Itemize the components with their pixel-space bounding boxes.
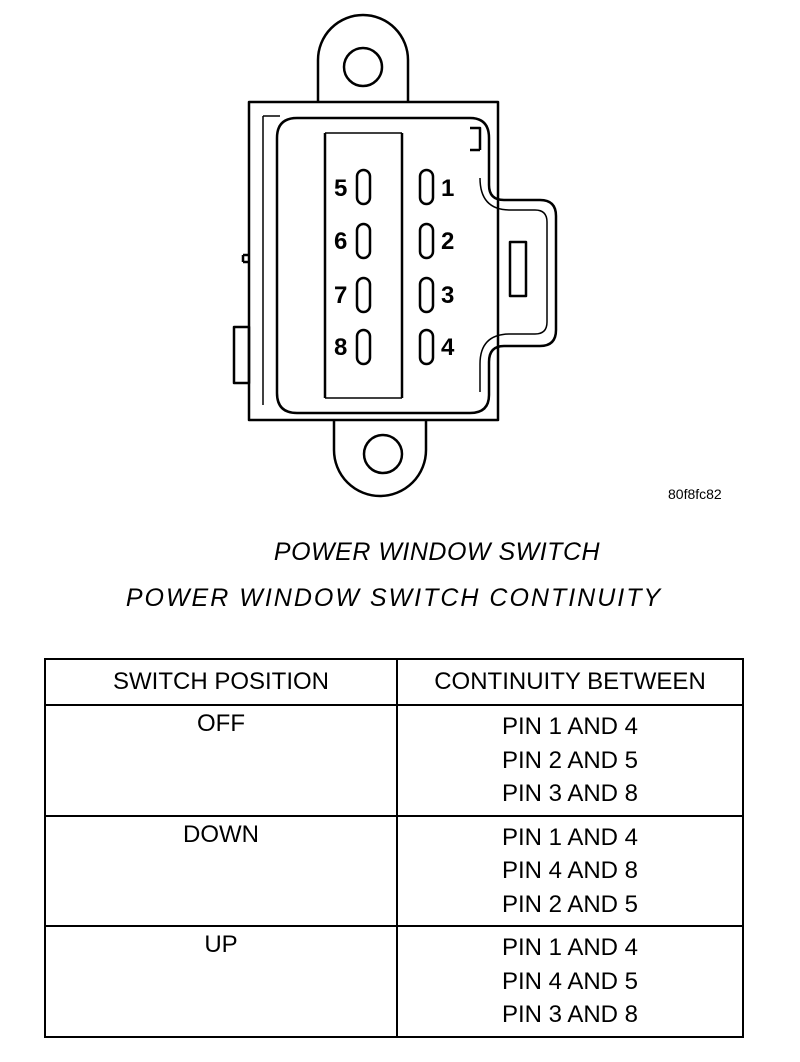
bottom-mounting-tab [332, 420, 428, 498]
continuity-cell: PIN 1 AND 4 PIN 4 AND 5 PIN 3 AND 8 [396, 925, 744, 1038]
pin-label-6: 6 [334, 228, 347, 255]
pin-label-1: 1 [441, 175, 454, 202]
continuity-pair: PIN 1 AND 4 [501, 713, 639, 740]
pin-label-4: 4 [441, 334, 455, 361]
continuity-pair: PIN 2 AND 5 [501, 890, 639, 918]
table-title: POWER WINDOW SWITCH CONTINUITY [125, 584, 663, 612]
continuity-pair: PIN 2 AND 5 [501, 746, 639, 774]
pin-6-terminal [355, 222, 372, 260]
pin-label-3: 3 [441, 282, 454, 309]
pin-label-2: 2 [441, 228, 454, 255]
top-mounting-hole [342, 46, 384, 88]
continuity-pair: PIN 3 AND 8 [501, 1001, 639, 1028]
table-row: DOWN PIN 1 AND 4 PIN 4 AND 8 PIN 2 AND 5 [44, 814, 744, 927]
pin-2-terminal [418, 222, 435, 260]
continuity-pair: PIN 4 AND 8 [501, 857, 639, 884]
continuity-cell: PIN 1 AND 4 PIN 2 AND 5 PIN 3 AND 8 [396, 704, 744, 817]
figure-code: 80f8fc82 [668, 486, 722, 502]
continuity-table: SWITCH POSITION CONTINUITY BETWEEN OFF P… [44, 658, 744, 1038]
pin-8-terminal [355, 328, 372, 366]
pin-label-8: 8 [334, 334, 347, 361]
pin-7-terminal [355, 276, 372, 314]
pin-3-terminal [418, 276, 435, 314]
continuity-pair: PIN 3 AND 8 [501, 780, 639, 807]
connector-diagram: 5 6 7 8 1 2 3 4 [232, 13, 558, 498]
pin-5-terminal [355, 168, 372, 206]
pin-1-terminal [418, 168, 435, 206]
top-mounting-tab [316, 13, 410, 102]
pin-4-terminal [418, 328, 435, 366]
continuity-cell: PIN 1 AND 4 PIN 4 AND 8 PIN 2 AND 5 [396, 814, 744, 927]
continuity-pair: PIN 4 AND 5 [501, 967, 639, 995]
table-row: UP PIN 1 AND 4 PIN 4 AND 5 PIN 3 AND 8 [44, 925, 744, 1038]
polarizing-slot [508, 240, 528, 298]
bottom-mounting-hole [362, 433, 404, 475]
continuity-pair: PIN 1 AND 4 [501, 823, 639, 851]
table-header-row: SWITCH POSITION CONTINUITY BETWEEN [44, 658, 744, 706]
switch-position-cell: DOWN [44, 814, 398, 927]
switch-position-cell: OFF [44, 704, 398, 817]
connector-shroud [275, 116, 558, 415]
switch-position-cell: UP [44, 925, 398, 1038]
pin-label-7: 7 [334, 282, 347, 309]
continuity-pair: PIN 1 AND 4 [501, 934, 639, 961]
header-continuity-between: CONTINUITY BETWEEN [396, 658, 744, 706]
header-switch-position: SWITCH POSITION [44, 658, 398, 706]
connector-housing [247, 100, 500, 422]
figure-caption: POWER WINDOW SWITCH [273, 538, 601, 566]
table-row: OFF PIN 1 AND 4 PIN 2 AND 5 PIN 3 AND 8 [44, 704, 744, 817]
pin-label-5: 5 [334, 175, 347, 202]
side-key [232, 325, 251, 385]
